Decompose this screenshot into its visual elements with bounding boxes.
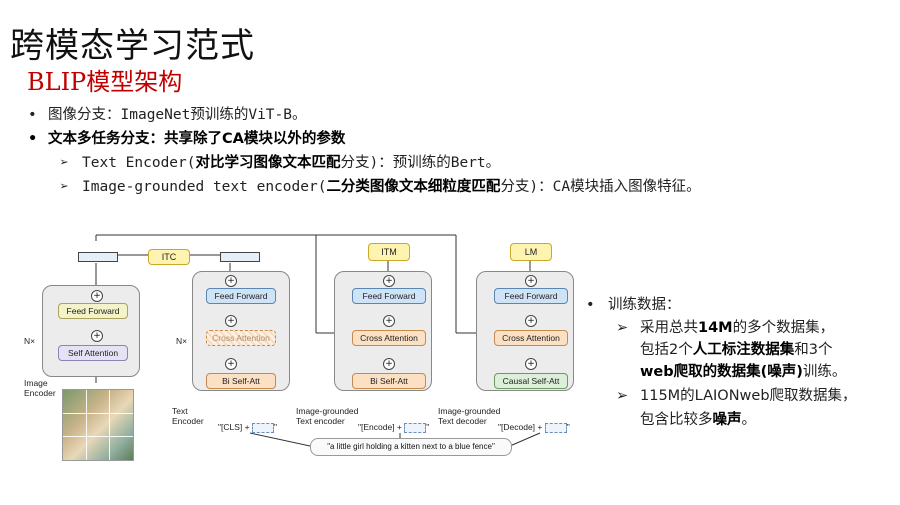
subbullet-text: 分支)：预训练的Bert。 [340, 155, 501, 171]
caption-input: "a little girl holding a kitten next to … [310, 438, 512, 456]
text-ca-disabled-box: Cross Attention [206, 330, 276, 346]
input-token-text: "[Decode] + [498, 422, 543, 432]
text-embedding-bar [220, 252, 260, 262]
training-item-1-line2: 包括2个人工标注数据集和3个 [640, 338, 832, 359]
arrow-marker: ➢ [60, 179, 69, 195]
add-icon: + [225, 315, 237, 327]
add-icon: + [525, 315, 537, 327]
bullet-marker: • [586, 297, 595, 313]
text-encoder-input: "[CLS] + " [218, 422, 277, 433]
add-icon: + [525, 358, 537, 370]
heading-text: 训练数据： [608, 297, 681, 313]
bullet-text-branch: • 文本多任务分支：共享除了CA模块以外的参数 [28, 127, 345, 148]
input-image [62, 389, 134, 461]
image-encoder-block [42, 285, 140, 377]
text: 采用总共 [640, 320, 698, 336]
text: 训练。 [802, 364, 847, 380]
add-icon: + [91, 290, 103, 302]
bullet-image-branch: • 图像分支：ImageNet预训练的ViT-B。 [28, 103, 307, 124]
training-item-2-line2: 包含比较多噪声。 [640, 408, 756, 429]
subbullet-text: 分支)：CA模块插入图像特征。 [500, 179, 701, 195]
training-data-heading: • 训练数据： [586, 293, 681, 314]
add-icon: + [525, 275, 537, 287]
token-box [251, 422, 274, 433]
text-sa-box: Bi Self-Att [206, 373, 276, 389]
decoder-ca-box: Cross Attention [494, 330, 568, 346]
arrow-marker: ➢ [616, 388, 629, 404]
subbullet-grounded-encoder: ➢ Image-grounded text encoder(二分类图像文本细粒度匹… [60, 175, 701, 196]
grounded-ca-box: Cross Attention [352, 330, 426, 346]
bold-text: 14M [698, 320, 733, 336]
image-embedding-bar [78, 252, 118, 262]
grounded-ff-box: Feed Forward [352, 288, 426, 304]
training-item-2-line1: ➢ 115M的LAIONweb爬取数据集， [616, 384, 857, 405]
training-item-1-line3: web爬取的数据集(噪声)训练。 [640, 360, 846, 381]
slide-title: 跨模态学习范式 [10, 26, 255, 66]
bold-text: 人工标注数据集 [692, 342, 795, 358]
nx-label: N× [176, 336, 188, 346]
grounded-sa-box: Bi Self-Att [352, 373, 426, 389]
slide-subtitle: BLIP模型架构 [27, 68, 183, 96]
grounded-encoder-label-2: Text encoder [296, 416, 345, 426]
image-encoder-label-1: Image [24, 378, 48, 388]
text: 的多个数据集， [732, 320, 835, 336]
input-token-text: "[CLS] + [218, 422, 250, 432]
quote-close: " [273, 422, 278, 432]
add-icon: + [383, 358, 395, 370]
text: 包含比较多 [640, 412, 713, 428]
add-icon: + [91, 330, 103, 342]
itm-head: ITM [368, 243, 410, 261]
grounded-decoder-label-1: Image-grounded [438, 406, 501, 416]
grounded-encoder-label-1: Image-grounded [296, 406, 359, 416]
image-sa-box: Self Attention [58, 345, 128, 361]
bullet-marker: • [28, 107, 37, 123]
subbullet-bold: 对比学习图像文本匹配 [195, 155, 341, 171]
subbullet-text: Text Encoder( [82, 155, 196, 171]
decoder-sa-box: Causal Self-Att [494, 373, 568, 389]
nx-label: N× [24, 336, 36, 346]
arrow-marker: ➢ [60, 155, 69, 171]
bullet-marker: • [28, 131, 38, 147]
text-encoder-label-1: Text [172, 406, 188, 416]
subbullet-bold: 二分类图像文本细粒度匹配 [326, 179, 501, 195]
itc-head: ITC [148, 249, 190, 265]
subbullet-text: Image-grounded text encoder( [82, 179, 327, 195]
training-item-1-line1: ➢ 采用总共14M的多个数据集， [616, 316, 834, 337]
connector-lines [95, 234, 541, 447]
decoder-ff-box: Feed Forward [494, 288, 568, 304]
text-encoder-label-2: Encoder [172, 416, 204, 426]
text: 。 [741, 412, 757, 428]
image-encoder-label-2: Encoder [24, 388, 56, 398]
add-icon: + [383, 315, 395, 327]
bullet-text: 文本多任务分支：共享除了CA模块以外的参数 [48, 131, 346, 147]
token-box [544, 422, 567, 433]
lm-head: LM [510, 243, 552, 261]
bold-text: web爬取的数据集(噪声) [640, 364, 803, 380]
quote-close: " [566, 422, 570, 432]
text: 和3个 [794, 342, 833, 358]
add-icon: + [225, 358, 237, 370]
image-ff-box: Feed Forward [58, 303, 128, 319]
add-icon: + [225, 275, 237, 287]
text: 115M的LAIONweb爬取数据集， [640, 388, 857, 404]
subbullet-text-encoder: ➢ Text Encoder(对比学习图像文本匹配分支)：预训练的Bert。 [60, 151, 500, 172]
add-icon: + [383, 275, 395, 287]
blip-architecture-diagram: + Feed Forward + Self Attention N× Image… [20, 233, 580, 468]
bold-text: 噪声 [712, 412, 742, 428]
grounded-encoder-input: "[Encode] + " [358, 422, 429, 433]
grounded-decoder-input: "[Decode] + " [498, 422, 570, 433]
grounded-decoder-label-2: Text decoder [438, 416, 487, 426]
bullet-text: 图像分支：ImageNet预训练的ViT-B。 [48, 107, 307, 123]
text-ff-box: Feed Forward [206, 288, 276, 304]
token-box [404, 422, 427, 433]
text: 包括2个 [640, 342, 693, 358]
arrow-marker: ➢ [616, 320, 629, 336]
quote-close: " [426, 422, 430, 432]
input-token-text: "[Encode] + [358, 422, 402, 432]
